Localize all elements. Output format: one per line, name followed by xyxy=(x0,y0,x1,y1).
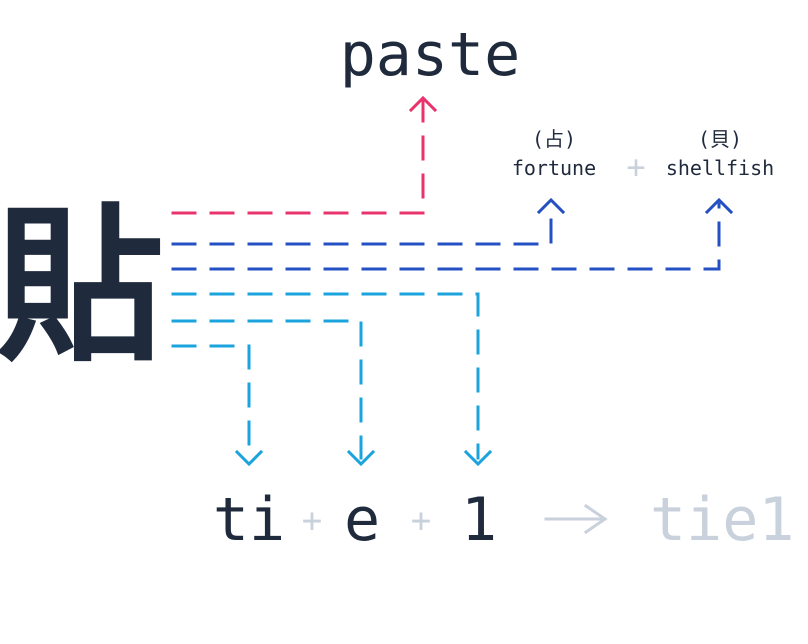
component-1-meaning: fortune xyxy=(512,156,596,180)
reading-part-2: e xyxy=(344,485,380,555)
reading-1-connector-line xyxy=(171,344,251,460)
reading-plus-2: + xyxy=(411,501,431,541)
reading-2-arrowhead xyxy=(346,449,376,467)
reading-part-3: 1 xyxy=(461,485,497,555)
reading-result: tie1 xyxy=(650,485,795,555)
component-1-glyph: (占) xyxy=(532,127,576,151)
component-plus: + xyxy=(626,148,645,186)
component-2-glyph: (貝) xyxy=(698,127,742,151)
main-character: 貼 xyxy=(0,189,164,385)
reading-3-connector-line xyxy=(171,292,480,460)
component-1-arrowhead xyxy=(536,197,566,215)
result-arrow-icon xyxy=(544,503,608,535)
meaning-arrowhead xyxy=(408,95,438,113)
reading-3-arrowhead xyxy=(463,449,493,467)
reading-part-1: ti xyxy=(213,485,285,555)
reading-1-arrowhead xyxy=(234,449,264,467)
meaning-word: paste xyxy=(340,20,521,90)
component-2-connector-line xyxy=(171,202,721,271)
result-arrow-label: → xyxy=(576,529,577,531)
reading-plus-1: + xyxy=(302,501,322,541)
component-2-meaning: shellfish xyxy=(666,156,774,180)
reading-2-connector-line xyxy=(171,319,363,460)
component-1-connector-line xyxy=(171,202,553,246)
meaning-connector-line xyxy=(171,98,425,215)
component-2-arrowhead xyxy=(704,197,734,215)
